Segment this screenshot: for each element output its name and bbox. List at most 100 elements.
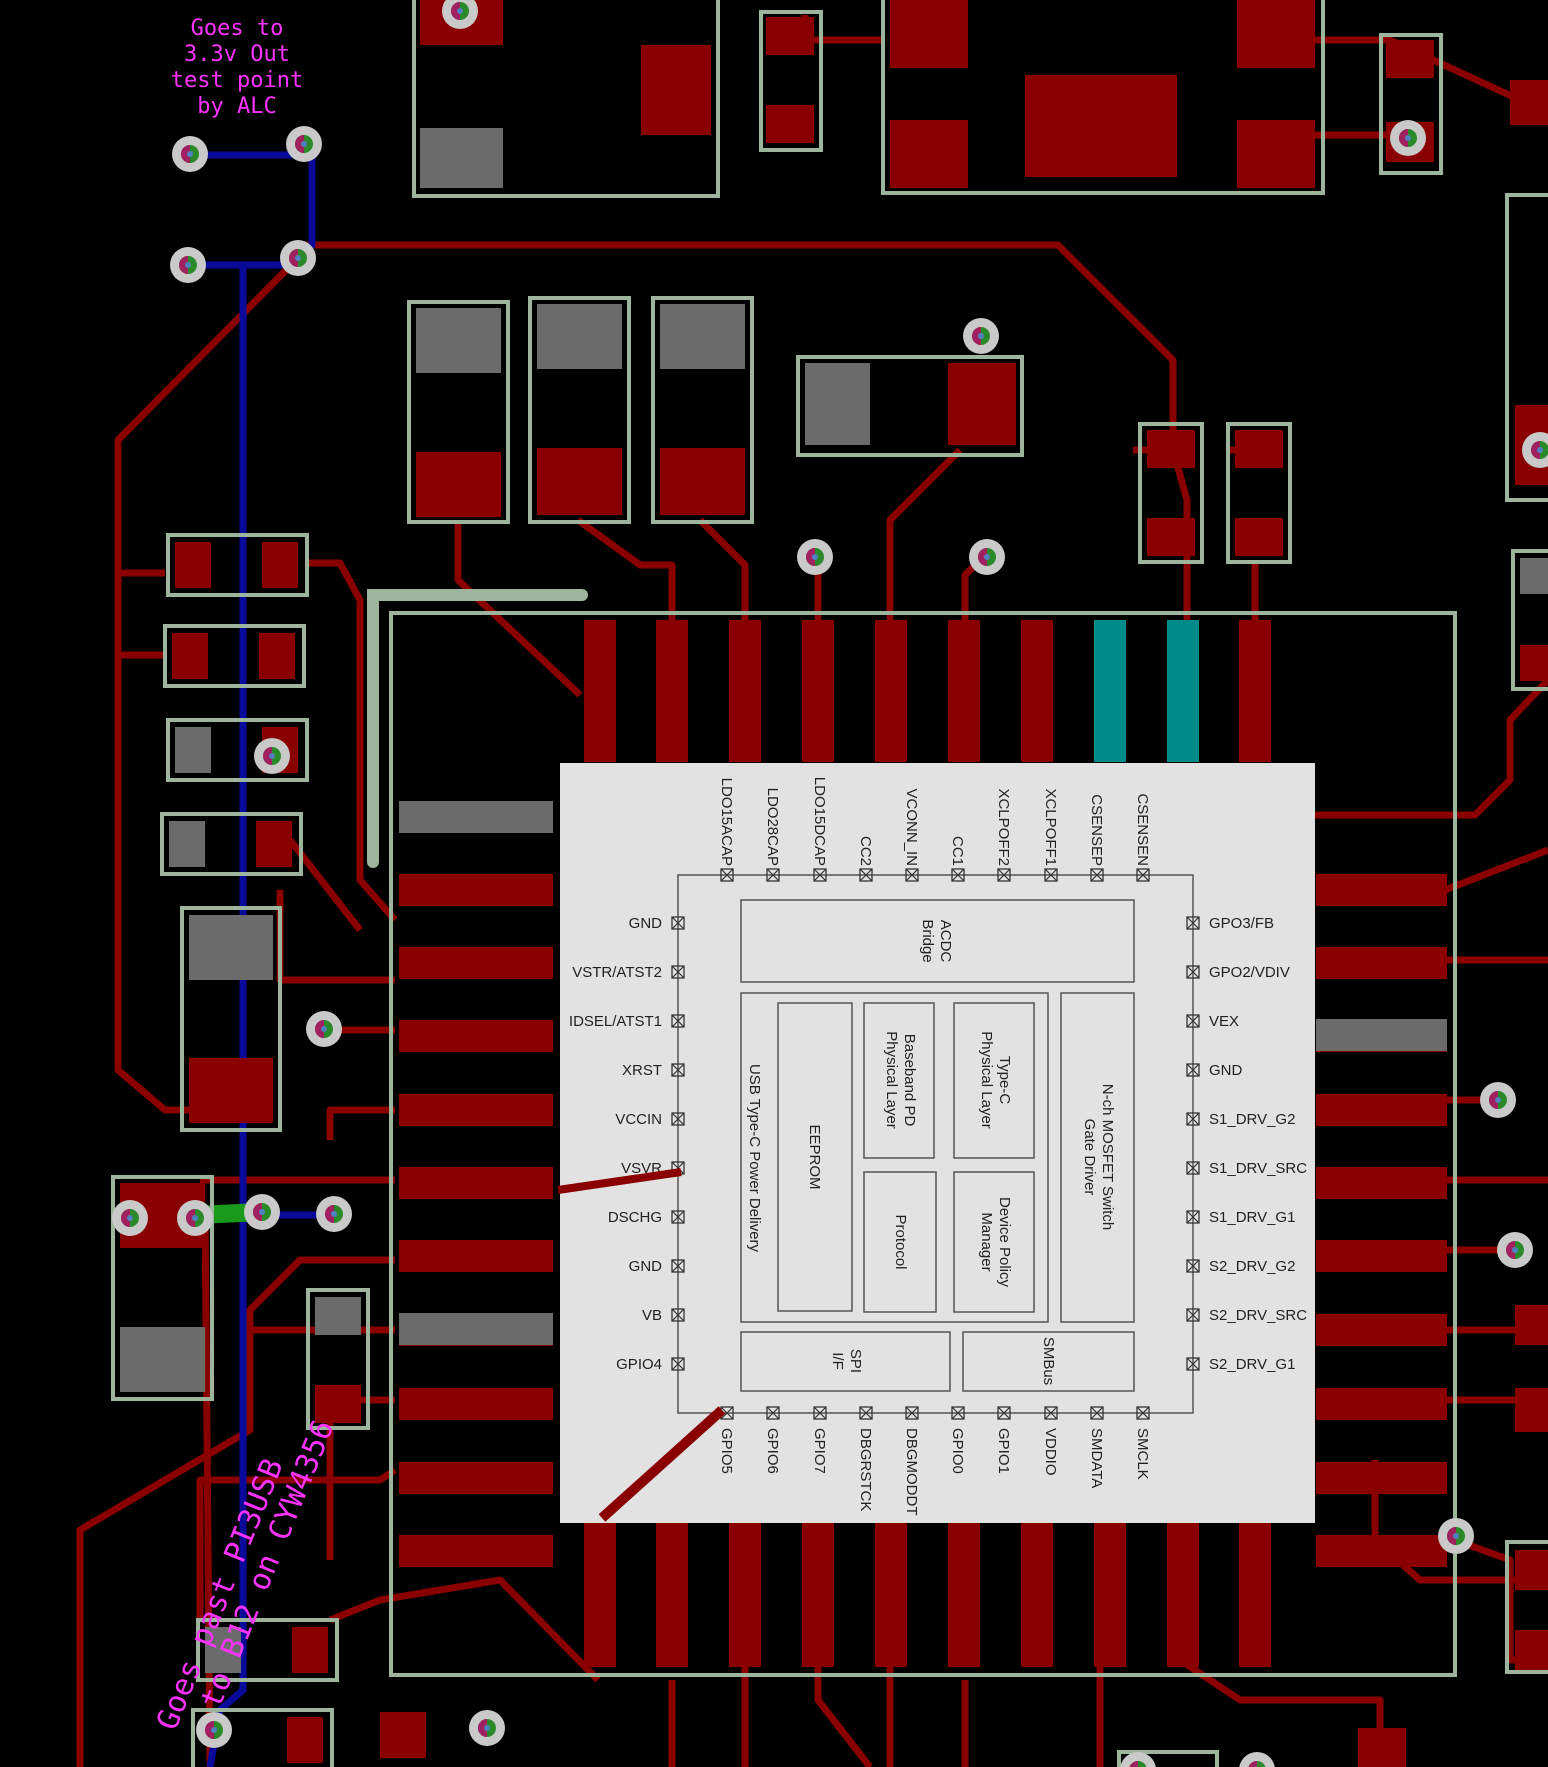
pin-marker-top-7 xyxy=(997,868,1011,882)
pin-marker-right-1-box xyxy=(1186,916,1200,930)
bottom-pad-4 xyxy=(802,1523,834,1667)
bottom-pad-3 xyxy=(729,1523,761,1667)
via-9 xyxy=(254,738,290,774)
pin-marker-right-8-box xyxy=(1186,1259,1200,1273)
via-12 xyxy=(1522,432,1548,468)
via-half-14 xyxy=(1506,1241,1515,1259)
pin-marker-bottom-4 xyxy=(859,1406,873,1420)
pin-marker-top-6 xyxy=(951,868,965,882)
pin-marker-bottom-7-x2 xyxy=(997,1406,1011,1420)
policy-label-line1: Device Policy xyxy=(996,1197,1013,1288)
pin-marker-right-3-x2 xyxy=(1186,1014,1200,1028)
pin-marker-right-9 xyxy=(1186,1308,1200,1322)
pin-marker-left-2-box xyxy=(671,965,685,979)
via-drill-19 xyxy=(331,1211,337,1217)
pin-label-top-2: LDO28CAP xyxy=(764,788,781,866)
via-half-12 xyxy=(1531,441,1540,459)
bottom-pad-1 xyxy=(584,1523,616,1667)
gate-label-line1: N-ch MOSFET Switch xyxy=(1099,1084,1116,1230)
via-6 xyxy=(963,318,999,354)
right-pad-2 xyxy=(1316,947,1447,979)
via-22 xyxy=(1120,1752,1156,1767)
pin-marker-left-4 xyxy=(671,1063,685,1077)
pin-marker-bottom-5-box xyxy=(905,1406,919,1420)
via-half-8 xyxy=(978,548,987,566)
pin-marker-right-9-x2 xyxy=(1186,1308,1200,1322)
pin-label-bottom-3: GPIO7 xyxy=(811,1428,828,1474)
pin-marker-left-7 xyxy=(671,1210,685,1224)
pin-marker-bottom-3 xyxy=(813,1406,827,1420)
via-drill-4 xyxy=(185,262,191,268)
via-drill-6 xyxy=(978,333,984,339)
via-4 xyxy=(170,247,206,283)
pin-marker-left-5-box xyxy=(671,1112,685,1126)
via-ring-23 xyxy=(1239,1752,1275,1767)
pin-marker-right-9-box xyxy=(1186,1308,1200,1322)
pin-marker-top-4-x2 xyxy=(859,868,873,882)
pin-markers xyxy=(671,868,1200,1420)
ic-footprint xyxy=(367,589,1457,1677)
typec-block xyxy=(953,1002,1035,1159)
via-half-17 xyxy=(186,1209,195,1227)
pin-label-left-2: VSTR/ATST2 xyxy=(572,964,662,981)
via-half-6 xyxy=(972,327,981,345)
svg-text:ACDCBridge: ACDCBridge xyxy=(919,919,954,962)
right-pad-7 xyxy=(1316,1314,1447,1346)
top-note-line1: Goes to xyxy=(191,16,284,41)
pin-label-top-9: CSENSEP xyxy=(1088,794,1105,866)
pin-label-bottom-9: SMDATA xyxy=(1088,1428,1105,1488)
pin-marker-right-6 xyxy=(1186,1161,1200,1175)
via-1 xyxy=(442,0,478,29)
pin-marker-top-6-box xyxy=(951,868,965,882)
pin-marker-bottom-2 xyxy=(766,1406,780,1420)
usb-pd-block xyxy=(740,992,1049,1323)
bottom-pad-5 xyxy=(875,1523,907,1667)
via-half-7 xyxy=(806,548,815,566)
spi-label-line1: SPI xyxy=(847,1349,864,1373)
via-drill-8 xyxy=(984,554,990,560)
via-21 xyxy=(469,1710,505,1746)
pin-marker-right-3 xyxy=(1186,1014,1200,1028)
pin-label-top-4: CC2 xyxy=(857,836,874,866)
pin-marker-top-6-x2 xyxy=(951,868,965,882)
acdc-bridge-block xyxy=(740,899,1135,983)
via-half-16 xyxy=(121,1209,130,1227)
pin-marker-right-4-box xyxy=(1186,1063,1200,1077)
pin-marker-top-10-x2 xyxy=(1136,868,1150,882)
left-pad-5 xyxy=(399,1167,553,1199)
pin-marker-top-4 xyxy=(859,868,873,882)
pin-marker-bottom-8-box xyxy=(1044,1406,1058,1420)
pin-marker-bottom-8-x2 xyxy=(1044,1406,1058,1420)
pin-marker-right-5-x2 xyxy=(1186,1112,1200,1126)
via-ring-22 xyxy=(1120,1752,1156,1767)
bottom-pad-9 xyxy=(1167,1523,1199,1667)
pin-label-bottom-10: SMCLK xyxy=(1134,1428,1151,1480)
bottom-pad-7 xyxy=(1021,1523,1053,1667)
right-pad-8 xyxy=(1316,1388,1447,1420)
pin-marker-right-7-x2 xyxy=(1186,1210,1200,1224)
pin-marker-top-3 xyxy=(813,868,827,882)
pin-marker-bottom-9-box xyxy=(1090,1406,1104,1420)
top-pad-3 xyxy=(729,620,761,762)
pin-marker-left-9-box xyxy=(671,1308,685,1322)
via-half-18 xyxy=(253,1203,262,1221)
via-drill-9 xyxy=(269,753,275,759)
pin-marker-top-2-box xyxy=(766,868,780,882)
policy-label-line2: Manager xyxy=(978,1212,995,1271)
pin-marker-left-10-box xyxy=(671,1357,685,1371)
pin-marker-right-8 xyxy=(1186,1259,1200,1273)
pin-marker-bottom-3-box xyxy=(813,1406,827,1420)
bottom-pad-2 xyxy=(656,1523,688,1667)
pin-marker-bottom-10-box xyxy=(1136,1406,1150,1420)
via-8 xyxy=(969,539,1005,575)
pin-marker-left-4-box xyxy=(671,1063,685,1077)
right-pad-9 xyxy=(1316,1462,1447,1494)
via-drill-15 xyxy=(1453,1533,1459,1539)
pin-label-top-1: LDO15ACAP xyxy=(718,778,735,866)
pin-marker-right-2-box xyxy=(1186,965,1200,979)
pin-marker-top-2 xyxy=(766,868,780,882)
pin-marker-right-10-x2 xyxy=(1186,1357,1200,1371)
pin-label-right-2: GPO2/VDIV xyxy=(1209,964,1290,981)
